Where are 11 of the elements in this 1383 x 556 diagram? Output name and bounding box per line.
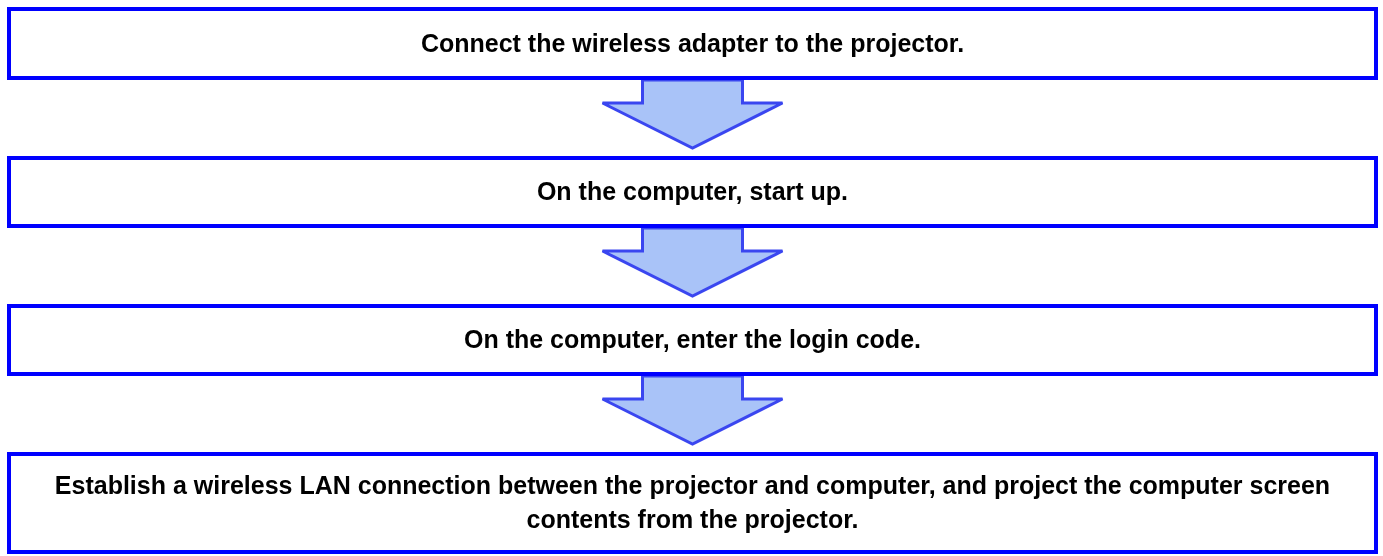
step-text: Establish a wireless LAN connection between the projector and computer, and project the computer screen contents from the projector. [53,470,1332,535]
step-text: On the computer, start up. [536,176,849,208]
block-arrow [601,226,784,298]
process-box [7,7,1378,80]
process-box [7,304,1378,376]
process-box [7,156,1378,228]
process-box [7,452,1378,554]
step-text: Connect the wireless adapter to the projector. [420,27,965,59]
block-arrow [601,374,784,446]
step-text: On the computer, enter the login code. [464,324,921,356]
block-arrow [601,78,784,150]
